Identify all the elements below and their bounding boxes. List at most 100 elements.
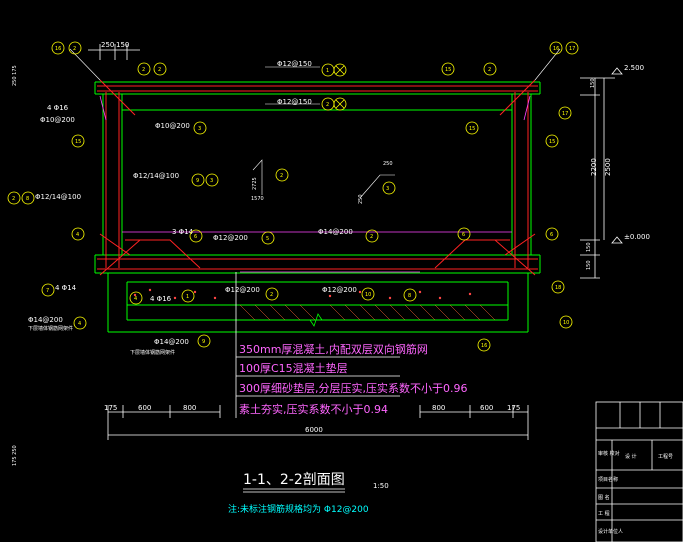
svg-text:6: 6: [194, 234, 197, 240]
tb-design: 设 计: [625, 453, 637, 460]
svg-text:4: 4: [134, 296, 137, 302]
label-left-outer: Φ12/14@100: [35, 193, 81, 201]
left-dim-bottom: 175 250: [12, 445, 18, 466]
top-dim-b: 150: [116, 41, 129, 49]
svg-text:2: 2: [370, 234, 373, 240]
svg-text:17: 17: [562, 111, 568, 117]
svg-text:16: 16: [553, 46, 559, 52]
svg-text:4: 4: [78, 321, 81, 327]
bottom-dimension: [107, 405, 529, 440]
tb-designer: 设计单位人: [598, 528, 623, 535]
label-haunch: 3 Φ14: [172, 228, 194, 236]
svg-text:15: 15: [469, 126, 475, 132]
svg-text:4: 4: [76, 232, 79, 238]
svg-text:2: 2: [73, 46, 76, 52]
svg-text:16: 16: [481, 343, 487, 349]
svg-text:3: 3: [386, 186, 389, 192]
svg-text:2: 2: [12, 196, 15, 202]
svg-text:2: 2: [326, 102, 329, 108]
dim-600a: 600: [138, 404, 151, 412]
leaders: [69, 48, 561, 199]
label-250a: 250: [383, 161, 393, 167]
dim-total: 6000: [305, 426, 323, 434]
right-dimension: [580, 67, 623, 279]
svg-text:9: 9: [196, 178, 199, 184]
rebar-magenta: [99, 95, 531, 273]
label-bottom-b: Φ12@200: [322, 286, 357, 294]
svg-text:2: 2: [488, 67, 491, 73]
label-bottom-a: Φ12@200: [225, 286, 260, 294]
svg-text:15: 15: [75, 139, 81, 145]
svg-text:10: 10: [365, 292, 371, 298]
label-mid-left: Φ10@200: [155, 122, 190, 130]
callout-bubbles: 16 2 2 1 2 16 2 15 17 3 15 2 17 2 8 9 15…: [7, 41, 579, 352]
svg-text:2: 2: [158, 67, 161, 73]
tb-project: 工 程: [598, 510, 610, 517]
tb-drawing-name: 图 名: [598, 494, 610, 501]
svg-text:5: 5: [266, 236, 269, 242]
dim-175b: 175: [507, 404, 520, 412]
label-base2: Φ14@200: [154, 338, 189, 346]
label-slab2: Φ14@200: [318, 228, 353, 236]
dim-800a: 800: [183, 404, 196, 412]
elev-top: 2.500: [624, 64, 644, 72]
rebar-red: [97, 79, 538, 276]
dim-2500: 2500: [604, 158, 612, 176]
dim-150a: 150: [590, 78, 596, 88]
label-wall-mid: Φ12/14@100: [133, 172, 179, 180]
drawing-title: 1-1、2-2剖面图: [243, 472, 345, 488]
layer-3: 300厚细砂垫层,分层压实,压实系数不小于0.96: [239, 381, 467, 395]
rebar-dots: [133, 288, 472, 300]
outline-green: [94, 81, 541, 333]
title-block: [595, 401, 683, 542]
label-1570: 1570: [251, 196, 264, 202]
layer-leader: [235, 272, 400, 418]
svg-text:6: 6: [462, 232, 465, 238]
dim-175a: 175: [104, 404, 117, 412]
dim-600b: 600: [480, 404, 493, 412]
svg-text:18: 18: [555, 285, 561, 291]
svg-text:3: 3: [210, 178, 213, 184]
svg-text:2: 2: [270, 292, 273, 298]
label-slab1: Φ12@200: [213, 234, 248, 242]
top-dimension: [88, 44, 140, 60]
svg-text:9: 9: [202, 339, 205, 345]
svg-text:8: 8: [26, 196, 29, 202]
tb-project-name: 项目名称: [598, 476, 618, 483]
svg-text:2: 2: [280, 173, 283, 179]
side-note-1: 下层墙体钢筋网架件: [28, 325, 73, 332]
svg-text:1: 1: [186, 294, 189, 300]
tb-review: 审核 校对: [598, 450, 620, 457]
svg-text:16: 16: [55, 46, 61, 52]
dim-150c: 150: [586, 260, 592, 270]
drawing-note: 注:未标注钢筋规格均为 Φ12@200: [228, 503, 369, 515]
elev-bottom: ±0.000: [624, 233, 650, 241]
label-wall-a: 4 Φ16: [47, 104, 69, 112]
dim-800b: 800: [432, 404, 445, 412]
svg-text:15: 15: [549, 139, 555, 145]
layer-2: 100厚C15混凝土垫层: [239, 361, 348, 375]
svg-text:3: 3: [198, 126, 201, 132]
label-250b: 250: [358, 194, 364, 204]
svg-text:10: 10: [563, 320, 569, 326]
label-base1: Φ14@200: [28, 316, 63, 324]
dim-2200: 2200: [590, 158, 598, 176]
label-pile: 4 Φ14: [55, 284, 77, 292]
soil-hatch: [239, 304, 496, 321]
top-dim-a: 250: [101, 41, 114, 49]
layer-1: 350mm厚混凝土,内配双层双向钢筋网: [239, 342, 428, 356]
svg-text:2: 2: [142, 67, 145, 73]
svg-text:1: 1: [326, 68, 329, 74]
label-top2: Φ12@150: [277, 98, 312, 106]
layer-4: 素土夯实,压实系数不小于0.94: [239, 402, 388, 416]
side-note-2: 下层墙体钢筋网架件: [130, 349, 175, 356]
label-footing: 4 Φ16: [150, 295, 172, 303]
dim-150b: 150: [586, 242, 592, 252]
svg-text:15: 15: [445, 67, 451, 73]
label-wall-b: Φ10@200: [40, 116, 75, 124]
label-top1: Φ12@150: [277, 60, 312, 68]
left-dim-top: 250 175: [12, 65, 18, 86]
svg-text:17: 17: [569, 46, 575, 52]
svg-text:6: 6: [550, 232, 553, 238]
